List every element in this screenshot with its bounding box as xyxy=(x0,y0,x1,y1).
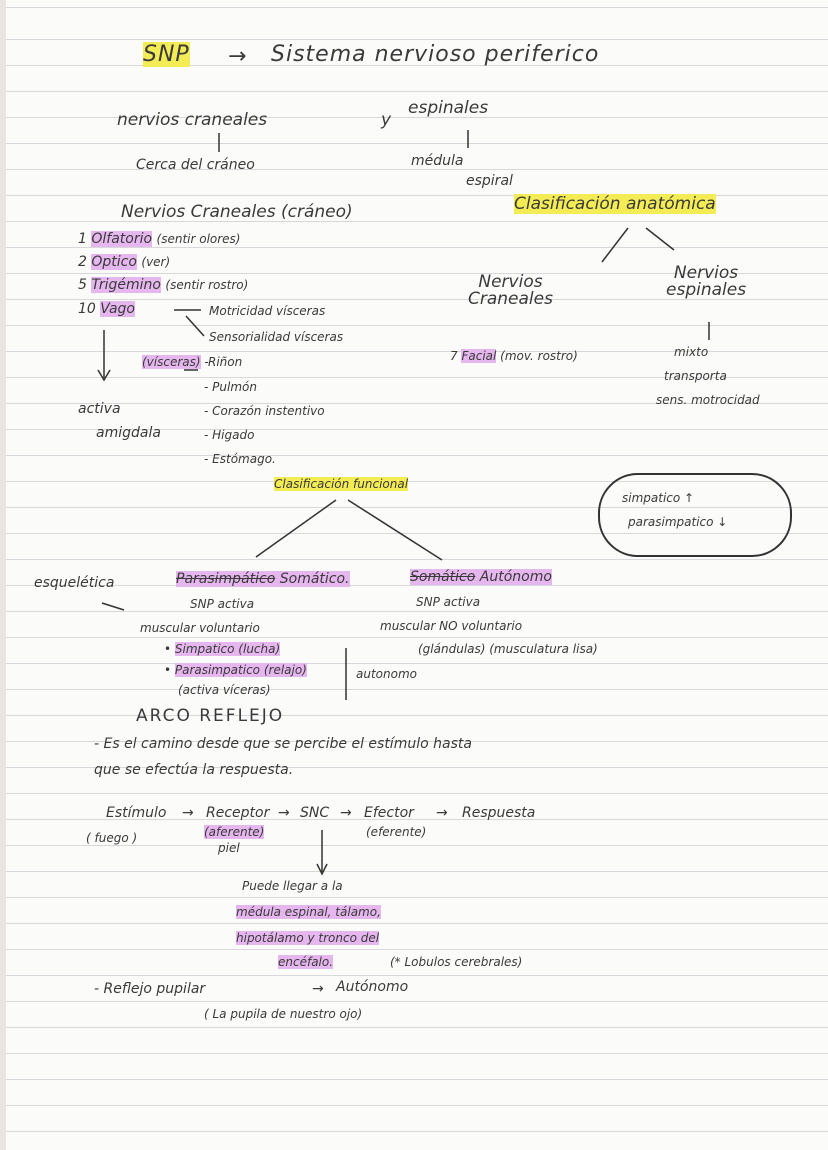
arrow-icon: → xyxy=(228,44,248,69)
autonomo-note: autonomo xyxy=(356,667,417,681)
page-title: Sistema nervioso periferico xyxy=(271,42,600,67)
reflejo-autonomo: Autónomo xyxy=(336,979,409,995)
visceras-label: (vísceras) - xyxy=(142,355,209,369)
arco-reflejo-title: ARCO REFLEJO xyxy=(136,706,285,726)
medula: médula xyxy=(411,153,464,169)
somatico-musc: muscular voluntario xyxy=(140,621,260,635)
puede-3: hipotálamo y tronco del xyxy=(236,931,380,945)
autonomo-glandulas: (glándulas) (musculatura lisa) xyxy=(418,642,598,656)
nerve-trigemino: 5 Trigémino (sentir rostro) xyxy=(78,277,249,293)
somatico-activa: (activa víceras) xyxy=(178,683,271,697)
craneales-title: Nervios Craneales (cráneo) xyxy=(121,202,353,222)
chain-respuesta: Respuesta xyxy=(462,805,536,821)
transporta: transporta xyxy=(664,369,727,383)
esqueletica: esquelética xyxy=(34,575,115,591)
reflejo-note: ( La pupila de nuestro ojo) xyxy=(204,1007,363,1021)
arrow-icon: → xyxy=(436,805,448,821)
organ-rinon: Riñon xyxy=(208,355,243,369)
motricidad-visceras: Motricidad vísceras xyxy=(209,304,326,318)
chain-eferente: (eferente) xyxy=(366,825,427,839)
clasif-funcional: Clasificación funcional xyxy=(274,477,409,491)
cerca-craneo: Cerca del cráneo xyxy=(136,157,255,173)
puede-2: médula espinal, tálamo, xyxy=(236,905,381,919)
clasif-anatomica: Clasificación anatómica xyxy=(514,194,716,214)
activa-label: activa xyxy=(78,401,121,417)
autonomo-snp: SNP activa xyxy=(416,595,481,609)
nerve-vago: 10 Vago xyxy=(78,301,135,317)
arrow-icon: → xyxy=(340,805,352,821)
cloud-simpatico: simpatico ↑ xyxy=(622,491,695,505)
chain-receptor: Receptor xyxy=(206,805,270,821)
chain-aferente: (aferente) xyxy=(204,825,265,839)
arrow-icon: → xyxy=(312,981,324,997)
nervios-espinales-right: Nervios espinales xyxy=(666,263,747,300)
somatico-snp: SNP activa xyxy=(190,597,255,611)
organ-pulmon: - Pulmón xyxy=(204,380,257,394)
chain-snc: SNC xyxy=(300,805,330,821)
cloud-shape xyxy=(598,473,792,557)
somatico-para: • Parasimpatico (relajo) xyxy=(164,663,307,677)
reflejo-pupilar: - Reflejo pupilar xyxy=(94,981,206,997)
organ-corazon: - Corazón instentivo xyxy=(204,404,325,418)
espinales: espinales xyxy=(408,98,489,118)
arrow-icon: → xyxy=(182,805,194,821)
notebook-page: SNP → Sistema nervioso periferico nervio… xyxy=(6,0,828,1150)
somatico-simp: • Simpatico (lucha) xyxy=(164,642,281,656)
autonomo-heading: Somático Autónomo xyxy=(410,569,552,585)
arrow-icon: → xyxy=(278,805,290,821)
nerve-olfatorio: 1 Olfatorio (sentir olores) xyxy=(78,231,241,247)
sens-motrocidad: sens. motrocidad xyxy=(656,393,760,407)
chain-piel: piel xyxy=(218,841,240,855)
chain-fuego: ( fuego ) xyxy=(86,831,138,845)
connector-y: y xyxy=(381,110,392,130)
somatico-heading: Parasimpático Somático. xyxy=(176,571,350,587)
facial-nerve: 7 Facial (mov. rostro) xyxy=(450,349,578,363)
chain-efector: Efector xyxy=(364,805,414,821)
organ-estomago: - Estómago. xyxy=(204,452,276,466)
nervios-craneales: nervios craneales xyxy=(117,110,268,130)
cloud-parasimpatico: parasimpatico ↓ xyxy=(628,515,728,529)
sensorialidad-visceras: Sensorialidad vísceras xyxy=(209,330,344,344)
arco-def-1: - Es el camino desde que se percibe el e… xyxy=(94,736,472,752)
nervios-craneales-right: Nervios Craneales xyxy=(468,272,553,309)
mixto: mixto xyxy=(674,345,709,359)
lobulos-note: (* Lobulos cerebrales) xyxy=(390,955,523,969)
autonomo-musc: muscular NO voluntario xyxy=(380,619,523,633)
chain-estimulo: Estímulo xyxy=(106,805,167,821)
espiral: espiral xyxy=(466,173,513,189)
diagram-lines xyxy=(97,130,710,876)
puede-1: Puede llegar a la xyxy=(242,879,343,893)
puede-4: encéfalo. xyxy=(278,955,334,969)
amigdala-label: amigdala xyxy=(96,425,161,441)
arco-def-2: que se efectúa la respuesta. xyxy=(94,762,294,778)
organ-higado: - Higado xyxy=(204,428,255,442)
nerve-optico: 2 Optico (ver) xyxy=(78,254,171,270)
snp-abbr: SNP xyxy=(143,42,190,67)
